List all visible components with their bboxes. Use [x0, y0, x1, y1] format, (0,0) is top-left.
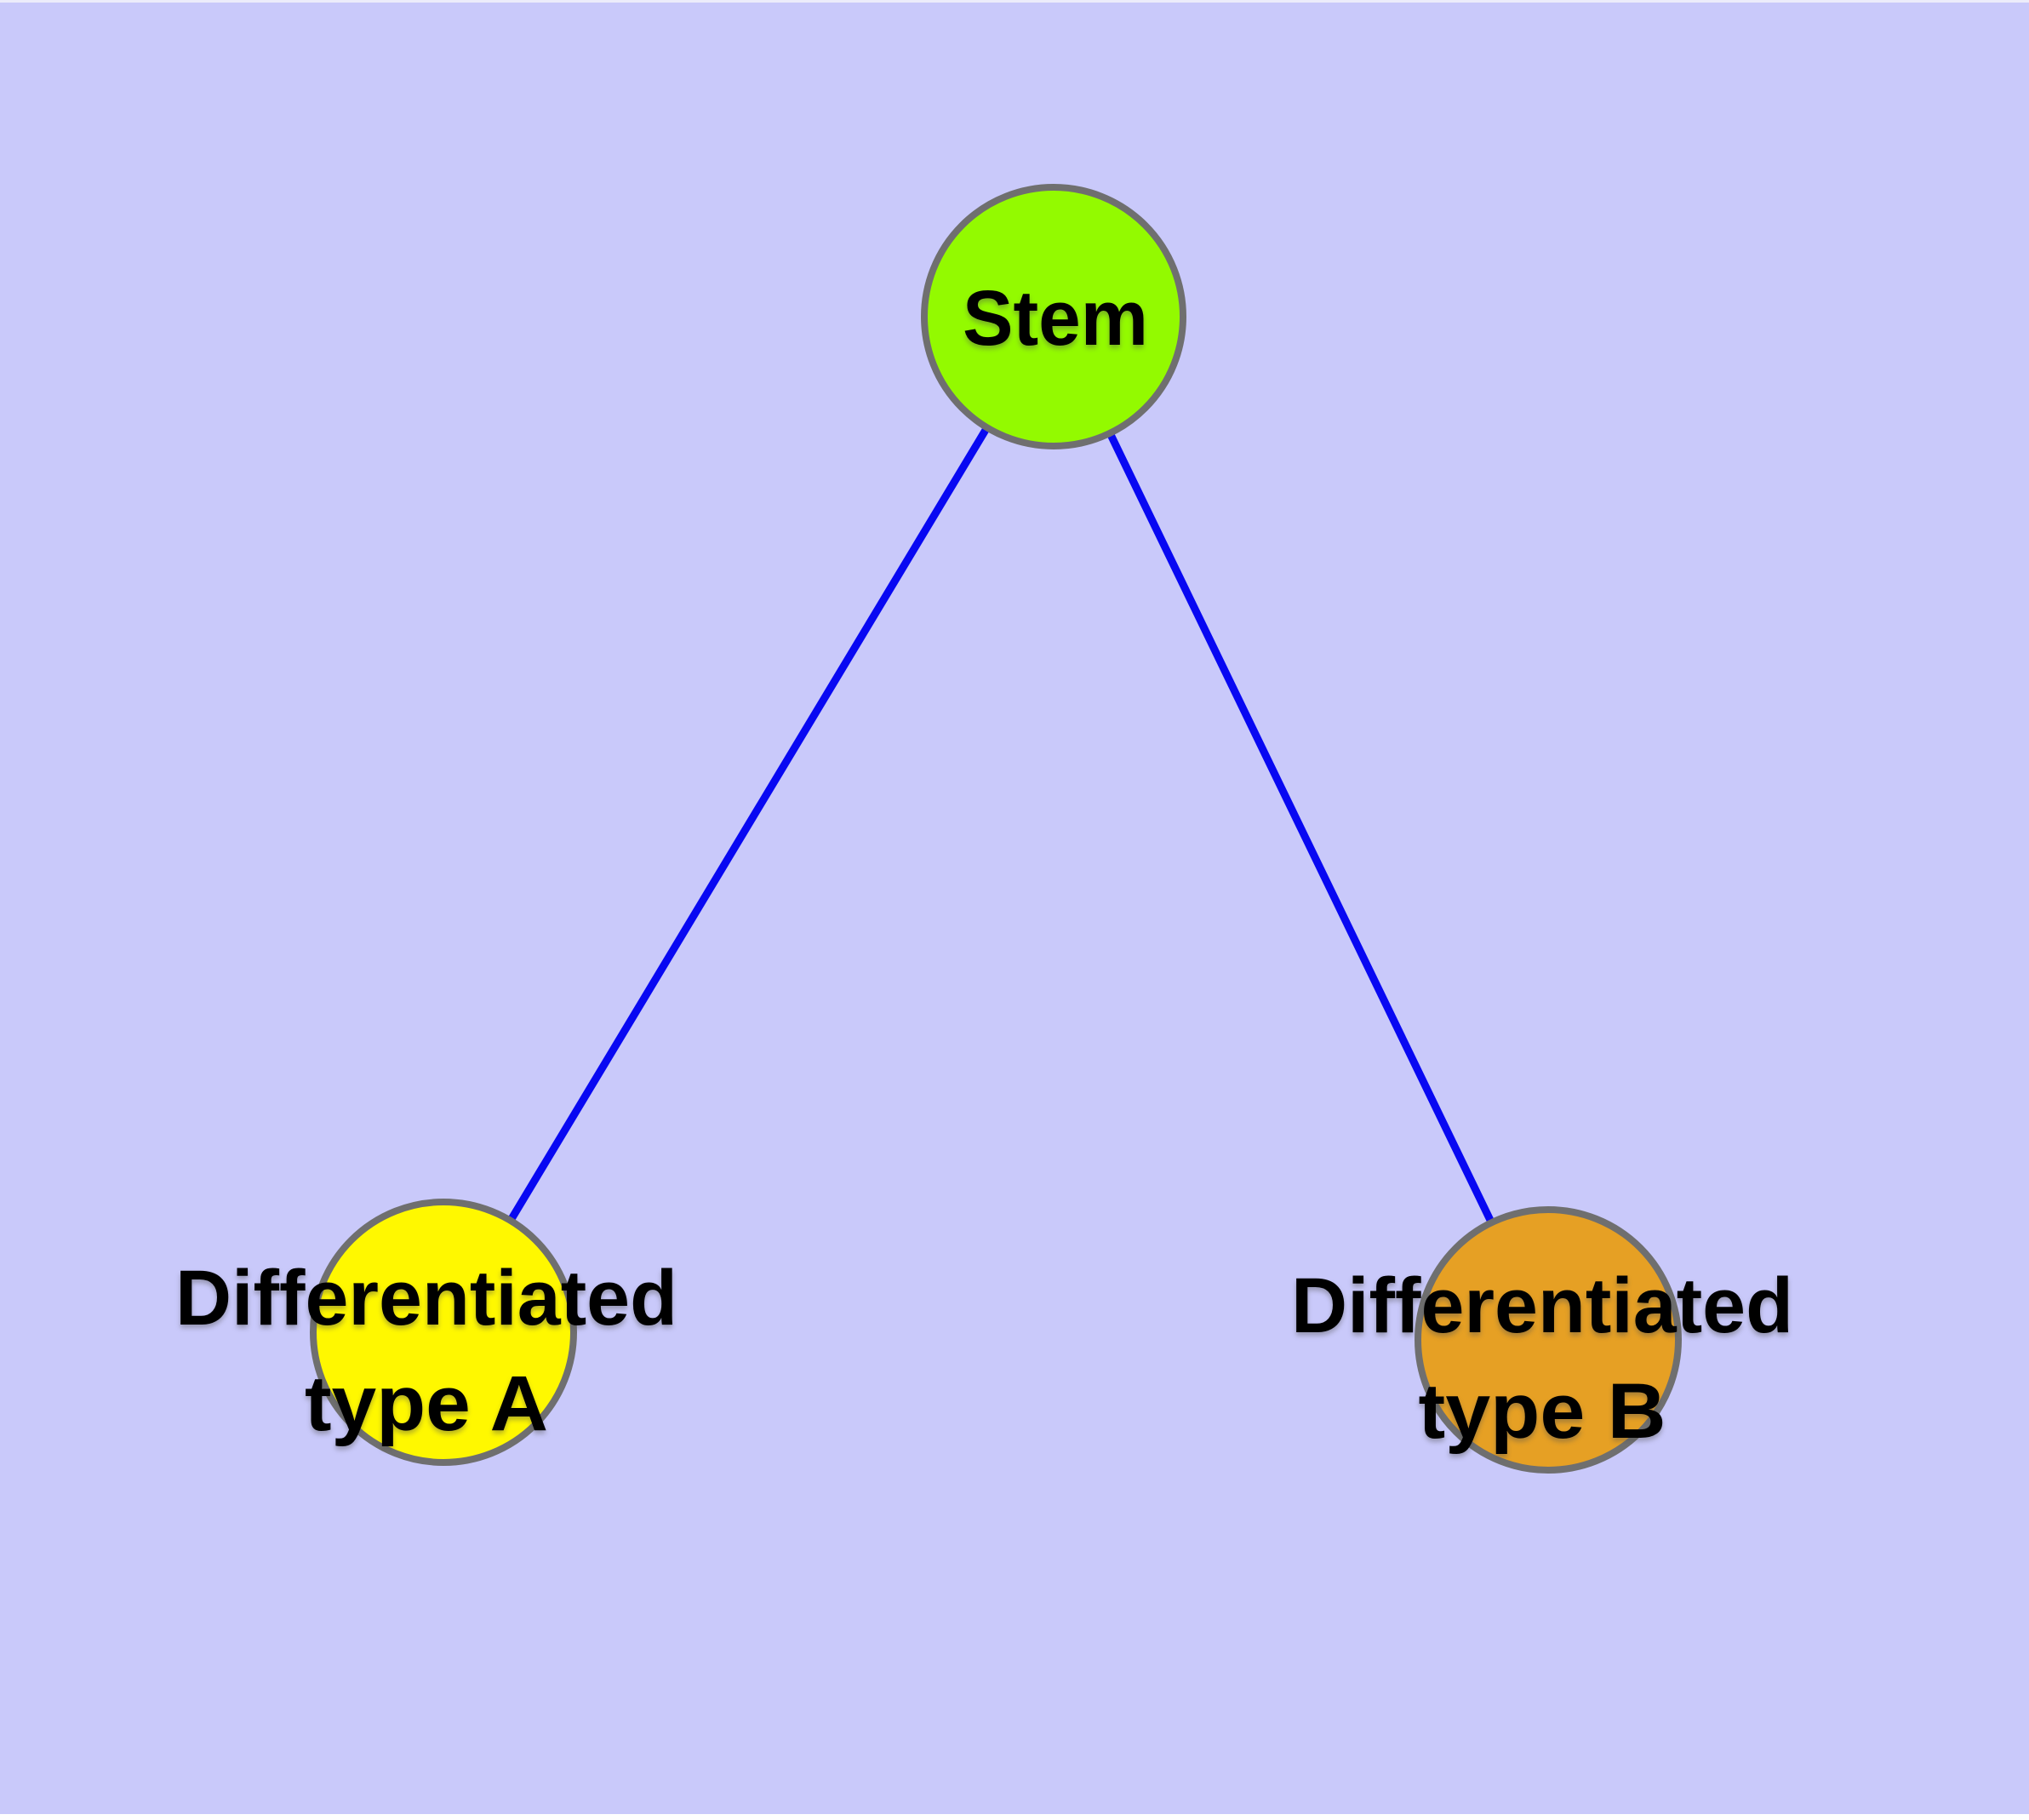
top-strip [0, 0, 2029, 3]
node-differentiated-type-a-label-line-2: type A [305, 1360, 548, 1447]
edges-layer [440, 314, 1552, 1342]
node-differentiated-type-b-label-line-1: Differentiated [1291, 1262, 1793, 1349]
node-differentiated-type-a-label-line-1: Differentiated [175, 1255, 677, 1342]
node-stem-circle [921, 184, 1186, 449]
edge-stem-to-differentiated-type-a [440, 314, 1057, 1335]
node-differentiated-type-a-circle [310, 1199, 577, 1466]
nodes-layer [310, 184, 1682, 1474]
node-differentiated-type-b-label-line-2: type B [1419, 1368, 1666, 1455]
bottom-strip [0, 1814, 2029, 1820]
node-differentiated-type-b-circle [1415, 1206, 1682, 1474]
edge-stem-to-differentiated-type-b [1049, 315, 1552, 1342]
node-stem-label-line-1: Stem [963, 275, 1148, 362]
